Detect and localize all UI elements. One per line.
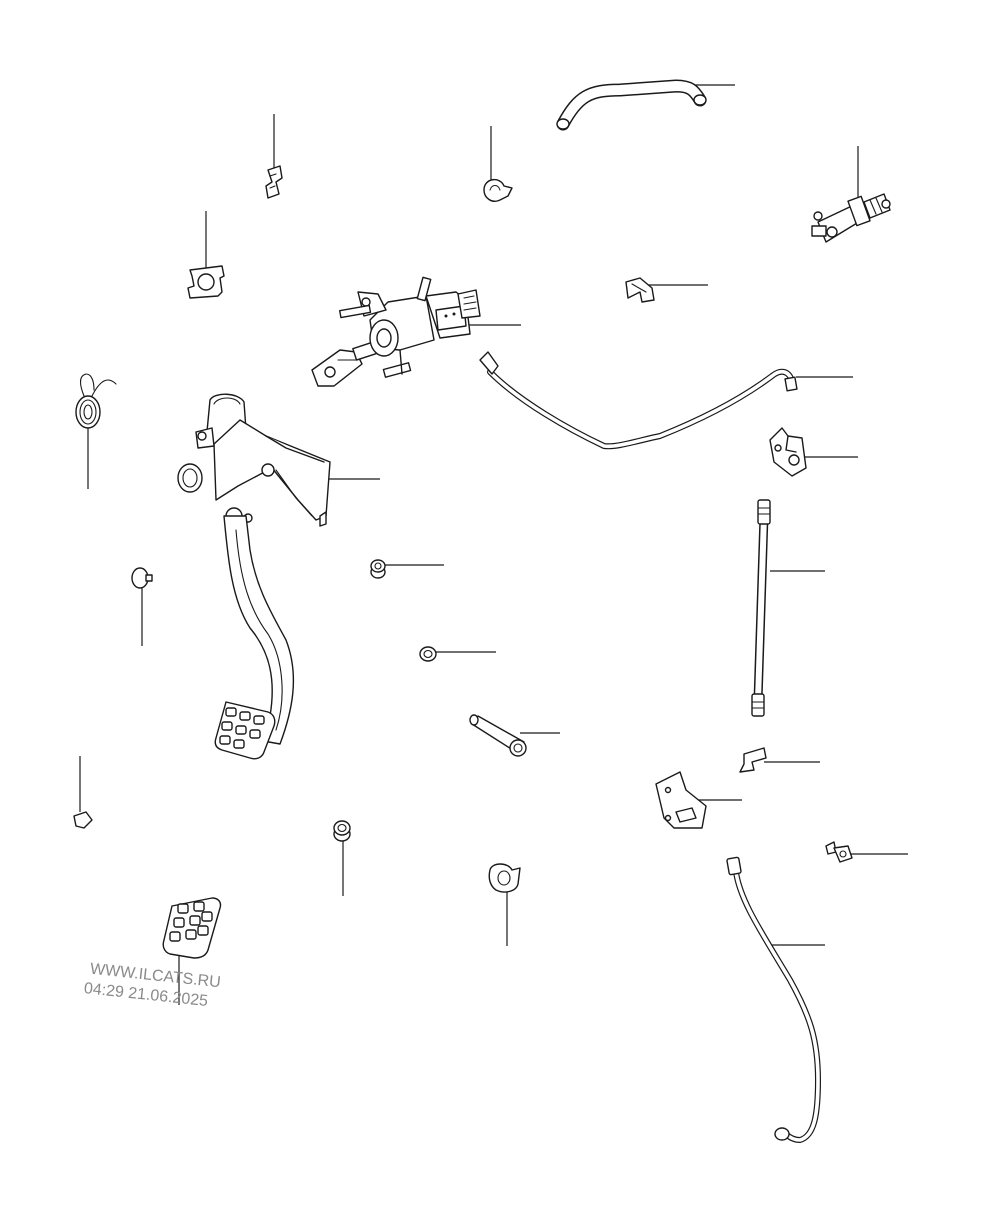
retainer-clip-icon — [187, 265, 225, 299]
clutch-pedal-bracket-icon — [177, 393, 331, 527]
pedal-pad-icon — [162, 897, 222, 959]
flexible-hose-icon — [751, 499, 771, 717]
mounting-plate-icon — [655, 771, 707, 829]
bracket-clip-icon — [625, 277, 655, 303]
hydraulic-line-lower-icon — [726, 856, 821, 1143]
return-spring-icon — [75, 373, 117, 429]
pivot-sleeve-icon — [469, 714, 527, 757]
watermark: WWW.ILCATS.RU 04:29 21.06.2025 — [83, 961, 221, 1010]
clutch-master-cylinder-icon — [311, 276, 481, 387]
hose-clamp-icon — [483, 179, 513, 202]
bushing-icon — [370, 559, 386, 579]
clutch-pedal-arm-icon — [214, 515, 295, 760]
washer-icon — [419, 646, 437, 662]
pedal-bushing-icon — [333, 820, 351, 842]
hydraulic-line-upper-icon — [479, 351, 798, 450]
reservoir-hose-icon — [556, 79, 707, 131]
bleeder-bolt-icon — [825, 841, 853, 863]
line-bracket-icon — [769, 427, 807, 477]
spring-clip-icon — [739, 747, 767, 773]
pipe-clamp-icon — [488, 863, 521, 893]
clip-small-icon — [265, 165, 283, 199]
pedal-stopper-icon — [131, 567, 153, 589]
bumper-stop-icon — [73, 811, 93, 829]
slave-cylinder-icon — [811, 193, 891, 243]
